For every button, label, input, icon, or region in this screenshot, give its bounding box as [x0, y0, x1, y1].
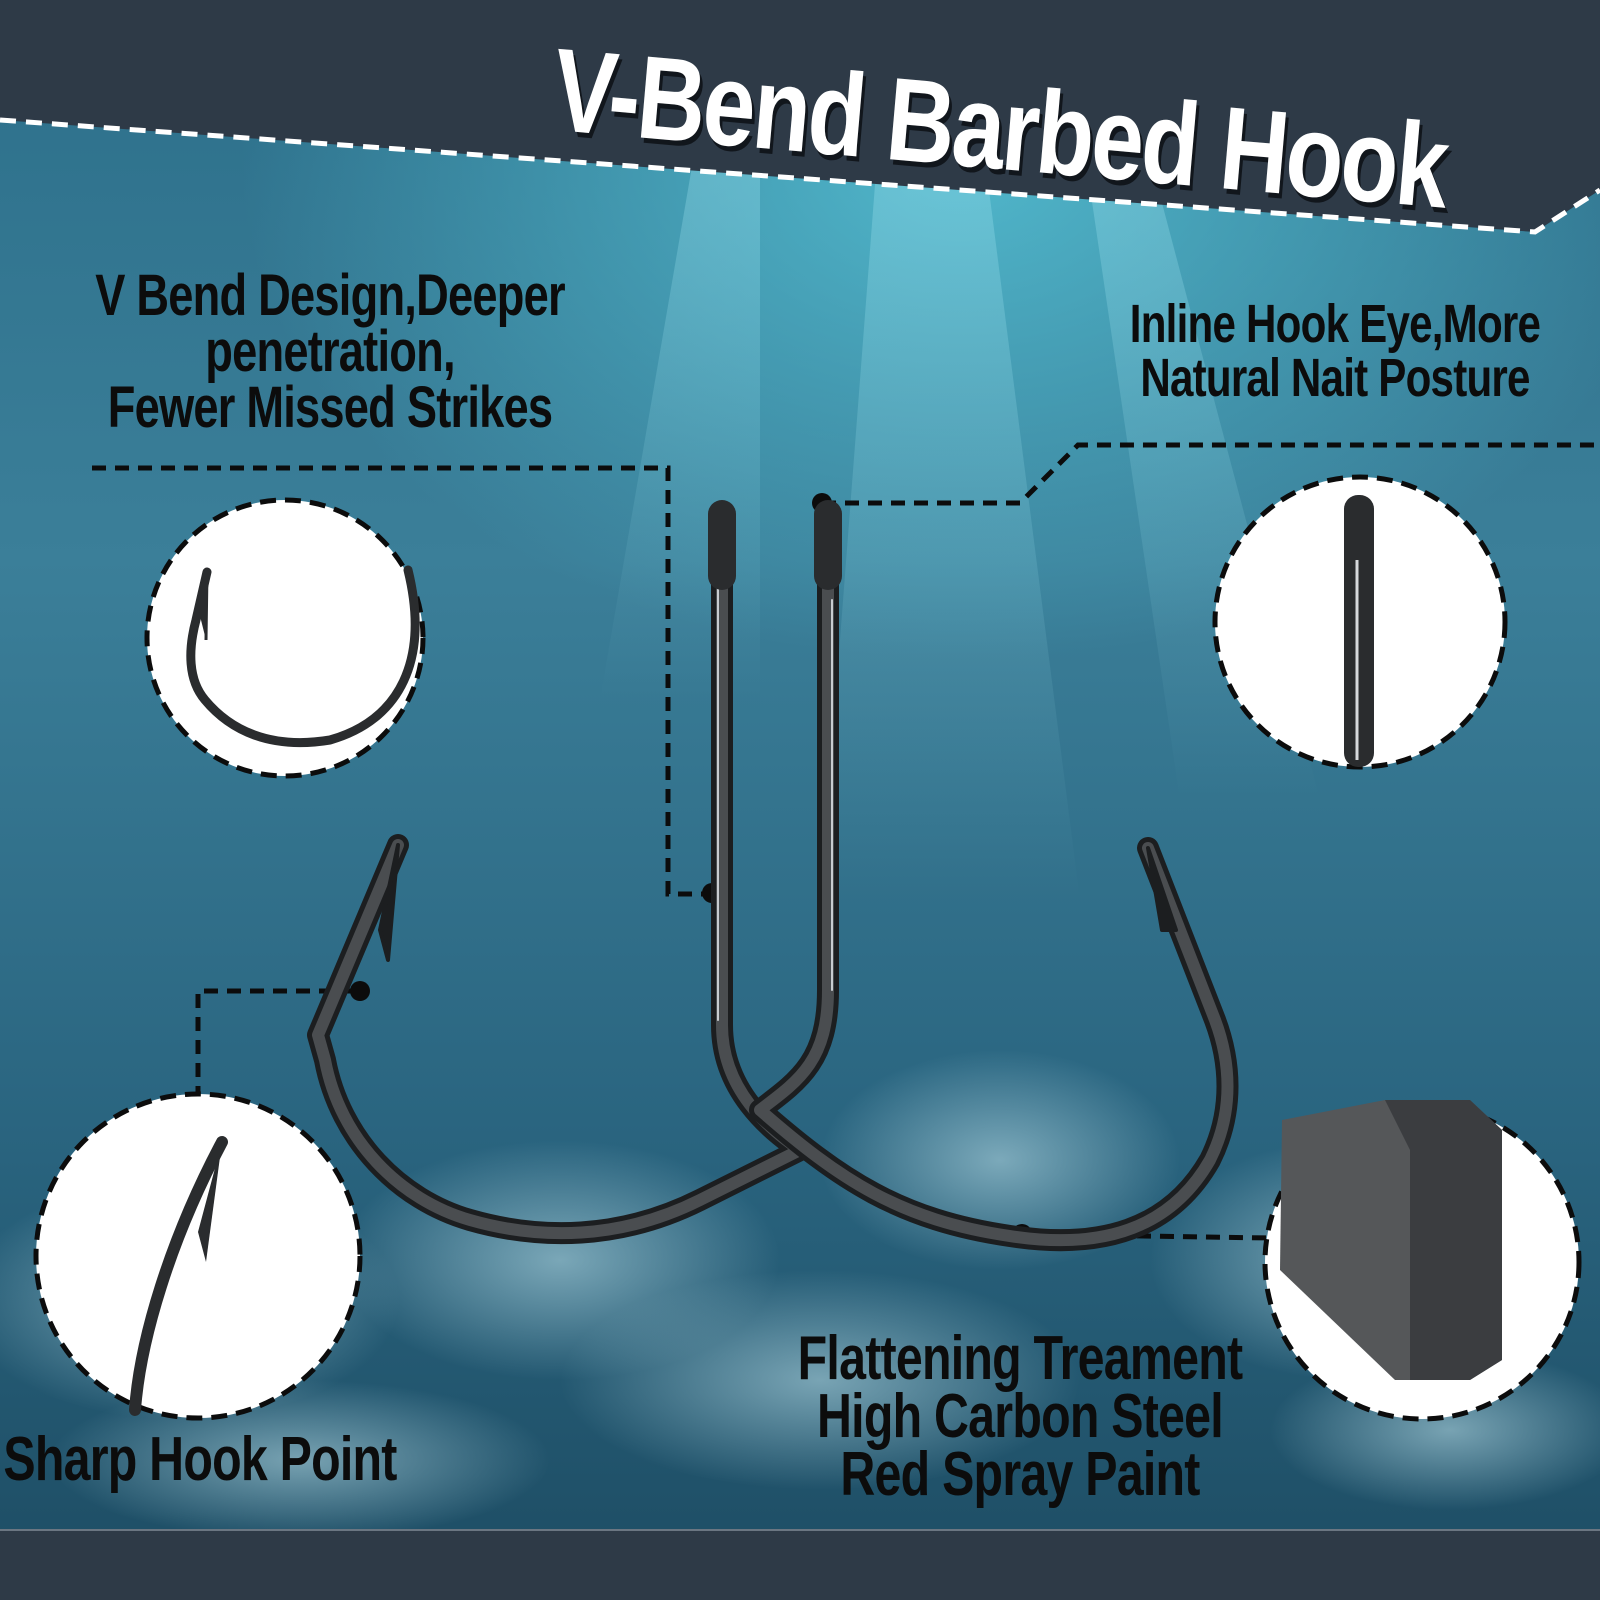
feature-label-line: V Bend Design,Deeper	[95, 263, 565, 328]
right-hook	[749, 500, 1239, 1252]
detail-hook-point	[33, 1091, 363, 1421]
feature-label-line: Fewer Missed Strikes	[107, 375, 553, 440]
main-hooks	[307, 500, 1239, 1252]
detail-hook-eye	[1212, 474, 1508, 770]
leader-material	[1021, 1231, 1271, 1241]
callout-leaders	[92, 442, 1600, 1241]
leader-hook-point	[195, 988, 360, 1100]
detail-material	[1262, 1100, 1582, 1422]
leader-vbend	[92, 465, 712, 897]
feature-label-line: Natural Nait Posture	[1140, 348, 1530, 408]
banner-dashed-edge	[0, 117, 1600, 235]
feature-label-line: Flattening Treament	[797, 1324, 1243, 1393]
feature-label-line: Sharp Hook Point	[3, 1425, 397, 1494]
feature-label-line: Inline Hook Eye,More	[1129, 294, 1541, 354]
leader-hook-eye	[822, 442, 1600, 506]
detail-vbend	[144, 497, 426, 779]
feature-label-material: Flattening Treament High Carbon Steel Re…	[763, 1324, 1278, 1509]
feature-label-v-bend: V Bend Design,Deeper penetration, Fewer …	[88, 263, 572, 440]
title-banner	[0, 0, 1600, 232]
feature-label-line: Red Spray Paint	[840, 1440, 1200, 1509]
feature-label-hook-point: Sharp Hook Point	[0, 1425, 403, 1494]
bottom-bar	[0, 1530, 1600, 1600]
feature-label-line: High Carbon Steel	[817, 1382, 1224, 1451]
feature-label-line: penetration,	[205, 319, 455, 384]
feature-label-hook-eye: Inline Hook Eye,More Natural Nait Postur…	[1105, 297, 1565, 405]
